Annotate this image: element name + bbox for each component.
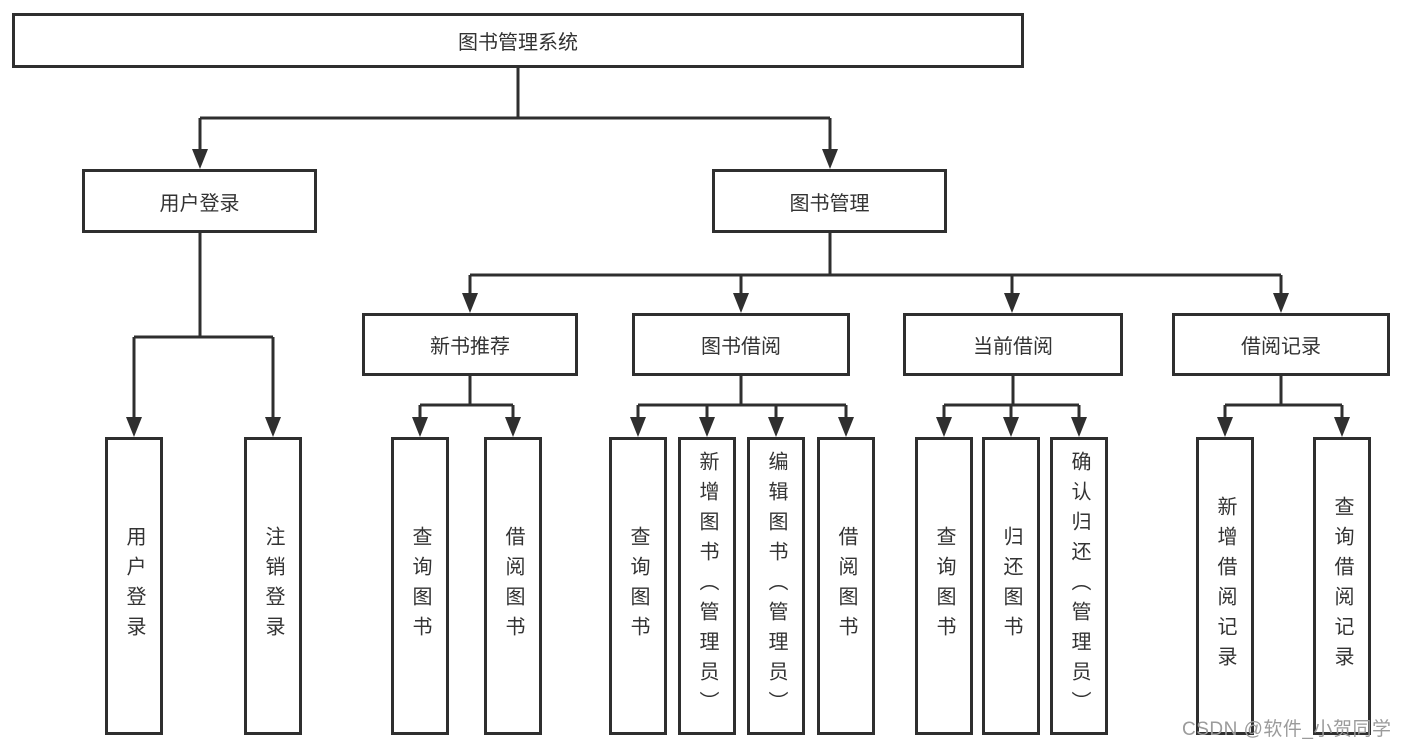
node-add-borrow-record: 新增借阅记录 — [1196, 437, 1254, 735]
node-user-login-leaf: 用户登录 — [105, 437, 163, 735]
csdn-watermark: CSDN @软件_小贺同学 — [1182, 719, 1392, 740]
node-book-borrowing: 图书借阅 — [632, 313, 850, 376]
node-borrowing-records: 借阅记录 — [1172, 313, 1390, 376]
node-user-login-branch: 用户登录 — [82, 169, 317, 233]
node-logout-leaf: 注销登录 — [244, 437, 302, 735]
node-query-borrow-record: 查询借阅记录 — [1313, 437, 1371, 735]
node-confirm-return-admin: 确认归还（管理员） — [1050, 437, 1108, 735]
node-query-books-under-current: 查询图书 — [915, 437, 973, 735]
node-borrow-books-under-recommend: 借阅图书 — [484, 437, 542, 735]
node-new-book-recommendation: 新书推荐 — [362, 313, 578, 376]
node-query-books-under-recommend: 查询图书 — [391, 437, 449, 735]
node-return-book: 归还图书 — [982, 437, 1040, 735]
arrowhead-icons — [126, 149, 1350, 437]
node-current-borrowing: 当前借阅 — [903, 313, 1123, 376]
node-borrow-books-under-borrowing: 借阅图书 — [817, 437, 875, 735]
connector-segments — [132, 68, 1344, 418]
node-book-management-branch: 图书管理 — [712, 169, 947, 233]
node-query-books-under-borrowing: 查询图书 — [609, 437, 667, 735]
node-edit-book-admin: 编辑图书（管理员） — [747, 437, 805, 735]
node-add-book-admin: 新增图书（管理员） — [678, 437, 736, 735]
node-library-management-system: 图书管理系统 — [12, 13, 1024, 68]
